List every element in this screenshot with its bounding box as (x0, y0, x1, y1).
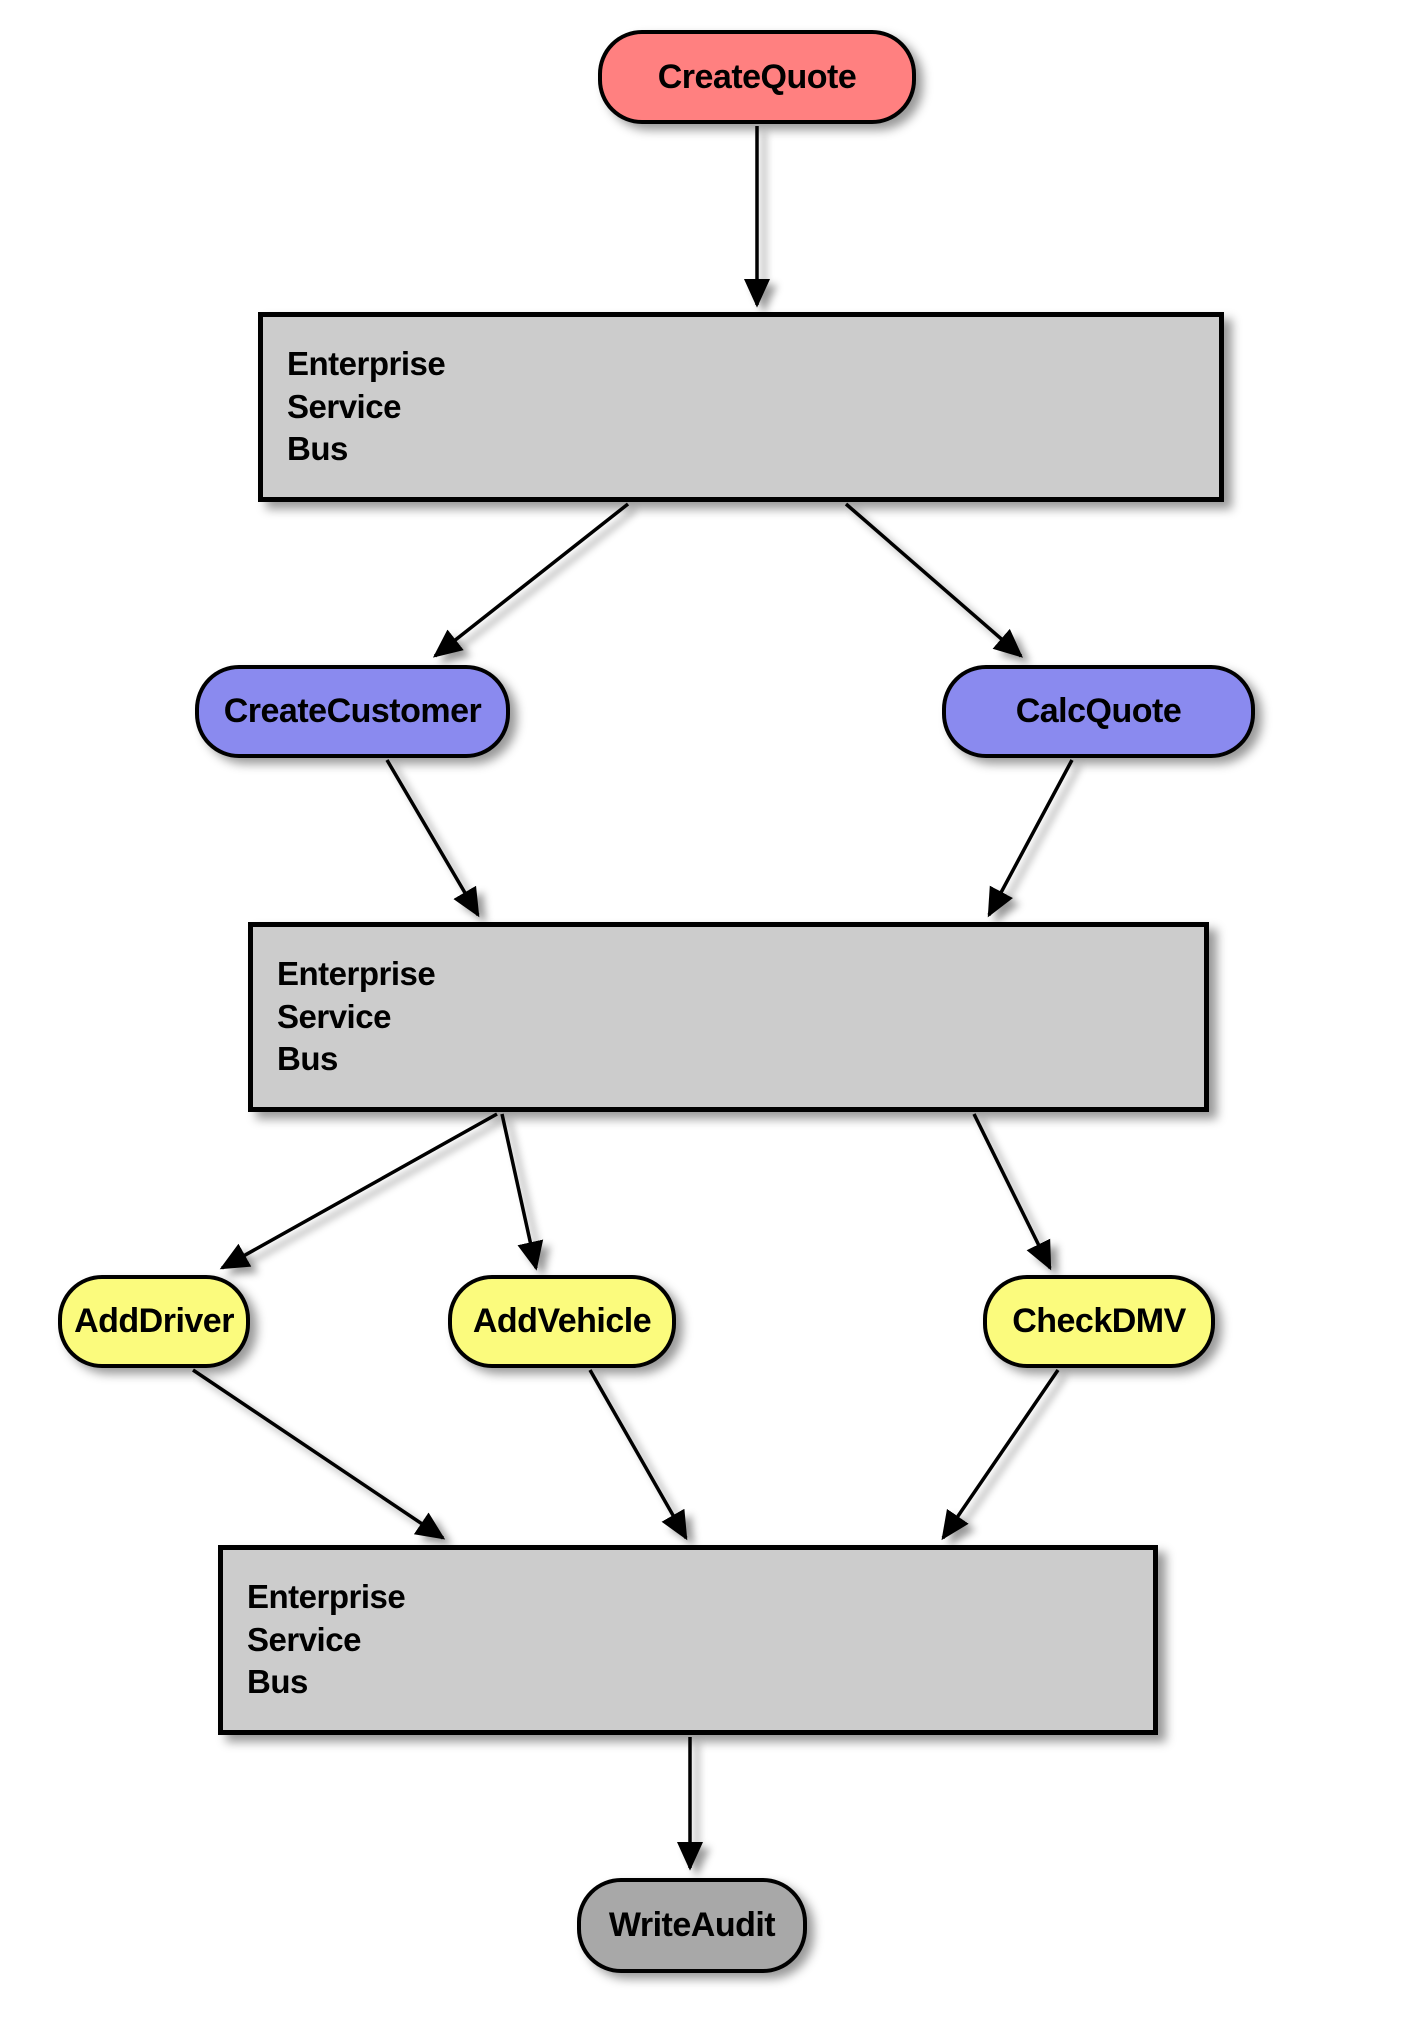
node-label: CreateQuote (657, 57, 857, 96)
node-enterprise-service-bus-1: Enterprise Service Bus (258, 312, 1224, 502)
edge-calcquote-esb2 (987, 759, 1074, 918)
edge-esb2-adddriver (219, 1112, 498, 1270)
node-label-line: Service (287, 387, 401, 425)
edge-adddriver-esb3 (192, 1368, 446, 1540)
edge-esb2-checkdmv (972, 1113, 1052, 1271)
node-checkdmv: CheckDMV (983, 1275, 1215, 1368)
node-label: WriteAudit (608, 1906, 776, 1944)
node-enterprise-service-bus-2: Enterprise Service Bus (248, 922, 1209, 1112)
node-createquote: CreateQuote (598, 30, 916, 124)
node-createcustomer: CreateCustomer (195, 665, 510, 758)
node-label-line: Bus (277, 1040, 338, 1078)
node-label: CheckDMV (1012, 1302, 1186, 1340)
edge-esb1-calcquote (844, 502, 1023, 658)
node-label: AddVehicle (472, 1302, 652, 1340)
node-adddriver: AddDriver (58, 1275, 250, 1368)
edge-esb2-addvehicle (500, 1113, 544, 1271)
node-label-line: Bus (287, 430, 348, 468)
node-label-line: Bus (247, 1663, 308, 1701)
node-addvehicle: AddVehicle (448, 1275, 676, 1368)
node-label: AddDriver (74, 1302, 234, 1340)
node-label-line: Enterprise (247, 1577, 406, 1615)
node-writeaudit: WriteAudit (577, 1878, 807, 1973)
node-label-line: Enterprise (277, 954, 436, 992)
node-label: CreateCustomer (223, 692, 482, 730)
node-calcquote: CalcQuote (942, 665, 1255, 758)
node-label: CalcQuote (1015, 692, 1182, 730)
node-label-line: Enterprise (287, 344, 446, 382)
edge-addvehicle-esb3 (588, 1369, 688, 1541)
edge-checkdmv-esb3 (941, 1369, 1060, 1541)
node-enterprise-service-bus-3: Enterprise Service Bus (218, 1545, 1158, 1735)
node-label-line: Service (277, 997, 391, 1035)
edge-esb1-createcustomer (432, 502, 630, 658)
node-label-line: Service (247, 1620, 361, 1658)
edge-createcustomer-esb2 (385, 759, 480, 918)
